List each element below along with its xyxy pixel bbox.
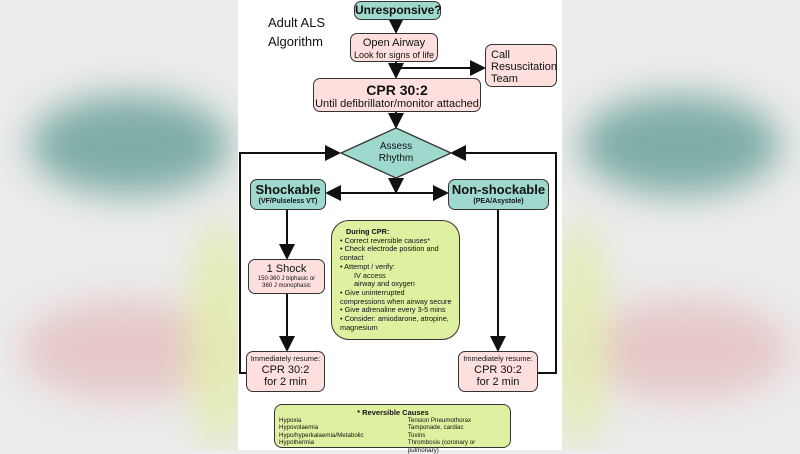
resume-line: Immediately resume: bbox=[250, 354, 321, 363]
during-cpr-item: magnesium bbox=[340, 322, 378, 332]
assess-rhythm-label: Assess Rhythm bbox=[356, 141, 436, 165]
nonshockable-title: Non-shockable bbox=[451, 182, 546, 197]
reversible-cause: Hypothermia bbox=[279, 439, 315, 447]
unresponsive-box: Unresponsive? bbox=[354, 1, 442, 20]
during-cpr-heading: During CPR: bbox=[346, 227, 390, 236]
reversible-causes-box: * Reversible Causes Hypoxia Hypovolaemia… bbox=[274, 404, 511, 454]
call-team-line: Team bbox=[491, 73, 518, 85]
nonshockable-sub: (PEA/Asystole) bbox=[473, 197, 524, 205]
shock-box: 1 Shock 150-360 J biphasic or 360 J mono… bbox=[248, 259, 325, 294]
title-line: Adult ALS bbox=[268, 15, 326, 30]
shockable-box: Shockable (VF/Pulseless VT) bbox=[250, 179, 326, 210]
shockable-sub: (VF/Pulseless VT) bbox=[258, 197, 318, 205]
shockable-title: Shockable bbox=[255, 182, 321, 197]
reversible-right-column: Tension Pneumothorax Tamponade, cardiac … bbox=[408, 417, 507, 454]
resume-line: CPR 30:2 bbox=[261, 363, 310, 376]
during-cpr-item: compressions when airway secure bbox=[340, 296, 452, 306]
during-cpr-item: • Correct reversible causes* bbox=[340, 235, 431, 245]
during-cpr-item: • Attempt / verify: bbox=[340, 261, 395, 271]
reversible-cause: Thrombosis (coronary or pulmonary) bbox=[407, 439, 476, 454]
resume-line: for 2 min bbox=[264, 376, 307, 389]
reversible-cause: Hypo/hyperkalaemia/Metabolic bbox=[279, 431, 364, 439]
reversible-cause: Tension Pneumothorax bbox=[407, 417, 472, 424]
assess-rhythm-diamond bbox=[339, 127, 453, 179]
during-cpr-box: During CPR: • Correct reversible causes*… bbox=[331, 220, 460, 340]
open-airway-sub: Look for signs of life bbox=[353, 49, 435, 60]
resume-box-left: Immediately resume: CPR 30:2 for 2 min bbox=[246, 351, 325, 392]
during-cpr-item: • Give uninterrupted bbox=[340, 287, 405, 297]
title-line: Algorithm bbox=[268, 34, 323, 49]
reversible-cause: Tamponade, cardiac bbox=[407, 424, 464, 432]
during-cpr-item: • Give adrenaline every 3-5 mins bbox=[340, 305, 446, 315]
open-airway-title: Open Airway bbox=[362, 37, 426, 49]
resume-line: for 2 min bbox=[476, 376, 520, 389]
cpr-sub: Until defibrillator/monitor attached bbox=[315, 98, 479, 111]
during-cpr-item: IV access bbox=[354, 270, 386, 280]
diagram-title: Adult ALS Algorithm bbox=[268, 13, 325, 51]
call-team-line: Resuscitation bbox=[491, 61, 558, 73]
shock-sub: 150-360 J biphasic or bbox=[257, 275, 316, 282]
during-cpr-item: airway and oxygen bbox=[354, 279, 415, 289]
cpr-box: CPR 30:2 Until defibrillator/monitor att… bbox=[313, 78, 481, 112]
assess-line: Assess bbox=[379, 141, 413, 152]
shock-sub: 360 J monophasic bbox=[262, 282, 311, 289]
during-cpr-item: contact bbox=[340, 253, 364, 263]
reversible-cause: Hypovolaemia bbox=[279, 424, 319, 432]
cpr-title: CPR 30:2 bbox=[366, 82, 428, 98]
reversible-left-column: Hypoxia Hypovolaemia Hypo/hyperkalaemia/… bbox=[279, 417, 408, 454]
open-airway-box: Open Airway Look for signs of life bbox=[350, 33, 438, 62]
reversible-cause: Hypoxia bbox=[279, 417, 302, 424]
resume-box-right: Immediately resume: CPR 30:2 for 2 min bbox=[458, 351, 538, 392]
nonshockable-box: Non-shockable (PEA/Asystole) bbox=[448, 179, 549, 210]
call-team-box: Call Resuscitation Team bbox=[485, 44, 557, 87]
resume-line: Immediately resume: bbox=[463, 354, 533, 363]
reversible-cause: Toxins bbox=[407, 431, 426, 439]
during-cpr-item: • Check electrode position and bbox=[340, 244, 439, 254]
shock-title: 1 Shock bbox=[266, 263, 307, 275]
call-team-line: Call bbox=[491, 49, 510, 61]
reversible-heading: * Reversible Causes bbox=[357, 408, 429, 417]
assess-line: Rhythm bbox=[378, 153, 414, 164]
resume-line: CPR 30:2 bbox=[474, 363, 522, 376]
during-cpr-item: • Consider: amiodarone, atropine, bbox=[340, 314, 449, 324]
